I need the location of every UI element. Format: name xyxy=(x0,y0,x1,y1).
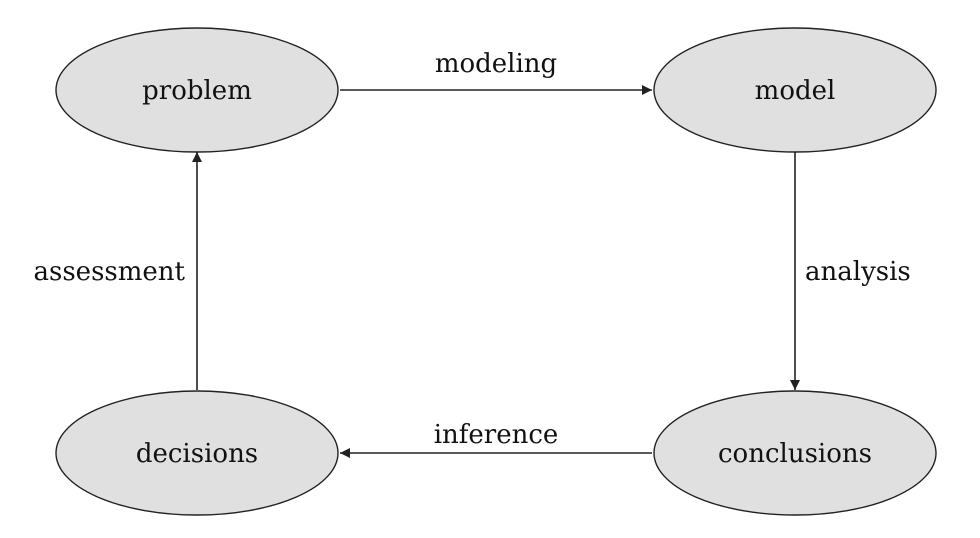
node-label-decisions: decisions xyxy=(136,439,258,469)
node-conclusions: conclusions xyxy=(653,390,937,516)
node-label-conclusions: conclusions xyxy=(718,439,872,469)
edge-label-modeling: modeling xyxy=(435,49,557,79)
node-label-model: model xyxy=(755,76,836,106)
node-model: model xyxy=(653,27,937,153)
node-problem: problem xyxy=(55,27,339,153)
edge-label-assessment: assessment xyxy=(34,257,186,287)
edge-label-inference: inference xyxy=(434,420,559,450)
node-label-problem: problem xyxy=(142,76,252,106)
edge-label-analysis: analysis xyxy=(805,257,911,287)
node-decisions: decisions xyxy=(55,390,339,516)
